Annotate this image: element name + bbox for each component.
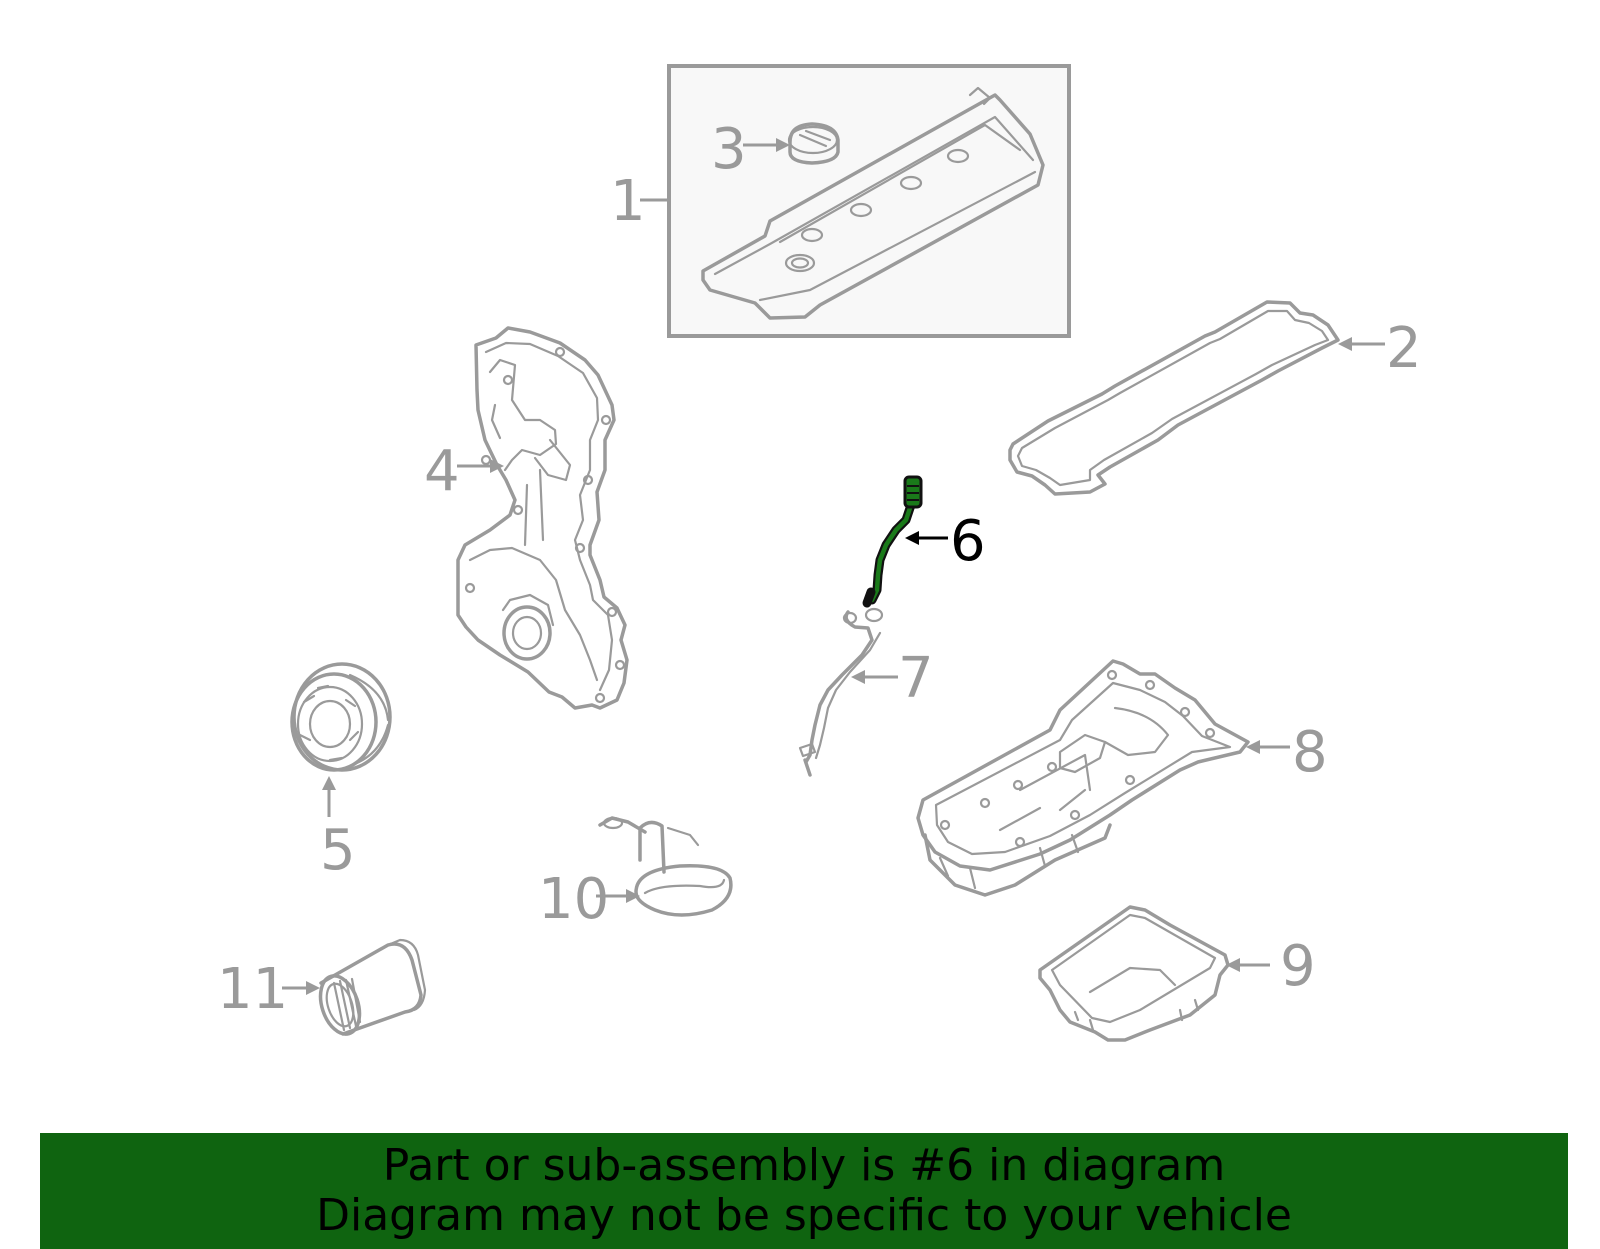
callout-5: 5 bbox=[320, 818, 356, 883]
callout-1: 1 bbox=[610, 169, 646, 234]
part-7-dipstick-guide[interactable] bbox=[798, 607, 898, 777]
part-1-valve-cover[interactable] bbox=[640, 64, 1071, 338]
part-8-upper-oil-pan[interactable] bbox=[916, 659, 1290, 897]
part-2-gasket[interactable] bbox=[1008, 300, 1385, 496]
part-1-box bbox=[667, 64, 1071, 338]
part-5-crank-pulley[interactable] bbox=[290, 662, 392, 817]
part-11-oil-filter[interactable] bbox=[282, 938, 427, 1039]
callout-8: 8 bbox=[1292, 720, 1328, 785]
banner-line-1: Part or sub-assembly is #6 in diagram bbox=[382, 1140, 1226, 1191]
part-10-oil-pickup[interactable] bbox=[596, 816, 733, 917]
callout-2: 2 bbox=[1386, 316, 1422, 381]
callout-3: 3 bbox=[711, 117, 747, 182]
callout-11: 11 bbox=[217, 957, 288, 1022]
part-3-oil-cap[interactable] bbox=[743, 122, 840, 165]
callout-6: 6 bbox=[950, 509, 986, 574]
part-9-lower-oil-pan[interactable] bbox=[1038, 905, 1270, 1042]
callout-9: 9 bbox=[1280, 934, 1316, 999]
callout-10: 10 bbox=[538, 867, 609, 932]
part-6-dipstick-tube-highlighted[interactable] bbox=[862, 475, 948, 608]
banner-line-2: Diagram may not be specific to your vehi… bbox=[316, 1190, 1292, 1241]
callout-4: 4 bbox=[424, 439, 460, 504]
part-4-timing-cover[interactable] bbox=[456, 326, 629, 710]
callout-7: 7 bbox=[898, 646, 934, 711]
info-banner: Part or sub-assembly is #6 in diagram Di… bbox=[40, 1133, 1568, 1249]
